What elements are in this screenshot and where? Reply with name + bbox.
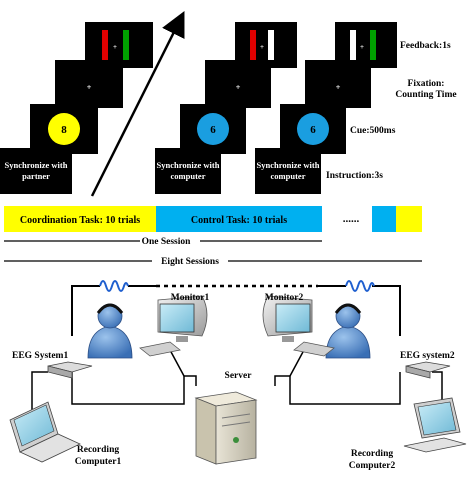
- monitor1-icon: [139, 295, 208, 357]
- red-feedback-bar: [102, 30, 108, 60]
- cable-eeg2-rec: [432, 371, 443, 404]
- cable-keyboard1: [169, 349, 185, 377]
- eight-sessions-label: Eight Sessions: [161, 257, 219, 267]
- control-bar-end: [372, 206, 396, 232]
- fixation-screen: [205, 60, 271, 108]
- control-screens-2: + + 6 Synchronize with computer: [255, 22, 397, 194]
- coordination-bar-label: Coordination Task: 10 trials: [20, 215, 140, 226]
- recording-computer2-label-1: Recording: [351, 449, 393, 459]
- label-bg: [140, 234, 200, 246]
- cue-label: Cue:500ms: [350, 126, 396, 136]
- feedback-mark: +: [360, 43, 364, 51]
- recording-computer1-icon: [9, 401, 81, 463]
- cue-number: 6: [210, 124, 216, 136]
- feedback-label: Feedback:1s: [400, 41, 451, 51]
- label-bg: [152, 254, 228, 266]
- cable-right-top: [372, 285, 401, 336]
- cable-eeg1-server: [71, 372, 197, 405]
- instruction-screen: [155, 148, 221, 194]
- red-feedback-bar: [250, 30, 256, 60]
- fixation-label-2: Counting Time: [395, 90, 456, 100]
- recording-computer2-label-2: Computer2: [349, 461, 396, 471]
- instruction-line2: computer: [271, 171, 306, 181]
- coordination-bar-end: [396, 206, 422, 232]
- eeg1-label: EEG System1: [12, 351, 68, 361]
- control-bar-label: Control Task: 10 trials: [191, 215, 287, 226]
- participant2-icon: [325, 303, 371, 359]
- signal-wave-left: [99, 280, 129, 292]
- cue-number: 8: [61, 124, 67, 136]
- participant1-icon: [87, 303, 133, 359]
- fixation-label-1: Fixation:: [408, 79, 445, 89]
- time-arrow: [90, 11, 185, 197]
- cable-left-top: [71, 285, 100, 336]
- fixation-screen: [55, 60, 123, 108]
- cue-circle: [48, 113, 80, 145]
- one-session-label: One Session: [142, 237, 192, 247]
- eeg1-device-side: [47, 365, 73, 379]
- white-feedback-bar: [268, 30, 274, 60]
- cue-circle: [197, 113, 229, 145]
- cue-circle: [297, 113, 329, 145]
- eeg2-label: EEG system2: [400, 351, 455, 361]
- server-label: Server: [225, 371, 253, 381]
- recording-computer2-icon: [403, 397, 467, 453]
- eeg2-device-side: [405, 365, 431, 379]
- control-screens-1: + + 6 Synchronize with computer: [155, 22, 297, 194]
- ellipsis: ......: [343, 213, 360, 225]
- instruction-line2: computer: [171, 171, 206, 181]
- cable-eeg2-server: [274, 372, 401, 405]
- fixation-cross: +: [236, 82, 241, 92]
- feedback-mark: +: [260, 43, 264, 51]
- cable-keyboard2: [289, 349, 305, 377]
- monitor2-label: Monitor2: [265, 293, 304, 303]
- fixation-cross: +: [87, 82, 92, 92]
- recording-computer1-label-2: Computer1: [75, 457, 122, 467]
- recording-computer1-label-1: Recording: [77, 445, 119, 455]
- server-icon: [194, 391, 258, 465]
- coordination-screens: + + 8 Synchronize with partner: [0, 22, 153, 194]
- signal-wave-right: [345, 280, 375, 292]
- green-feedback-bar: [123, 30, 129, 60]
- fixation-screen: [305, 60, 371, 108]
- green-feedback-bar: [370, 30, 376, 60]
- instruction-line1: Synchronize with: [257, 160, 320, 170]
- session-bar: Coordination Task: 10 trials Control Tas…: [4, 206, 422, 232]
- instruction-label: Instruction:3s: [326, 171, 383, 181]
- feedback-mark: +: [113, 43, 117, 51]
- monitor1-label: Monitor1: [171, 293, 210, 303]
- instruction-screen: [0, 148, 72, 194]
- fixation-cross: +: [336, 82, 341, 92]
- control-bar: [156, 206, 322, 232]
- keyboard1-icon: [139, 341, 181, 357]
- cue-number: 6: [310, 124, 316, 136]
- cable-eeg1-rec: [31, 371, 48, 410]
- instruction-screen: [255, 148, 321, 194]
- instruction-line1: Synchronize with: [5, 160, 68, 170]
- network-setup: Monitor1 Monitor2 Server EEG System1 EEG…: [9, 280, 467, 471]
- keyboard2-icon: [293, 341, 335, 357]
- coordination-bar: [4, 206, 156, 232]
- monitor2-icon: [262, 295, 335, 357]
- instruction-line1: Synchronize with: [157, 160, 220, 170]
- instruction-line2: partner: [22, 171, 50, 181]
- white-feedback-bar: [350, 30, 356, 60]
